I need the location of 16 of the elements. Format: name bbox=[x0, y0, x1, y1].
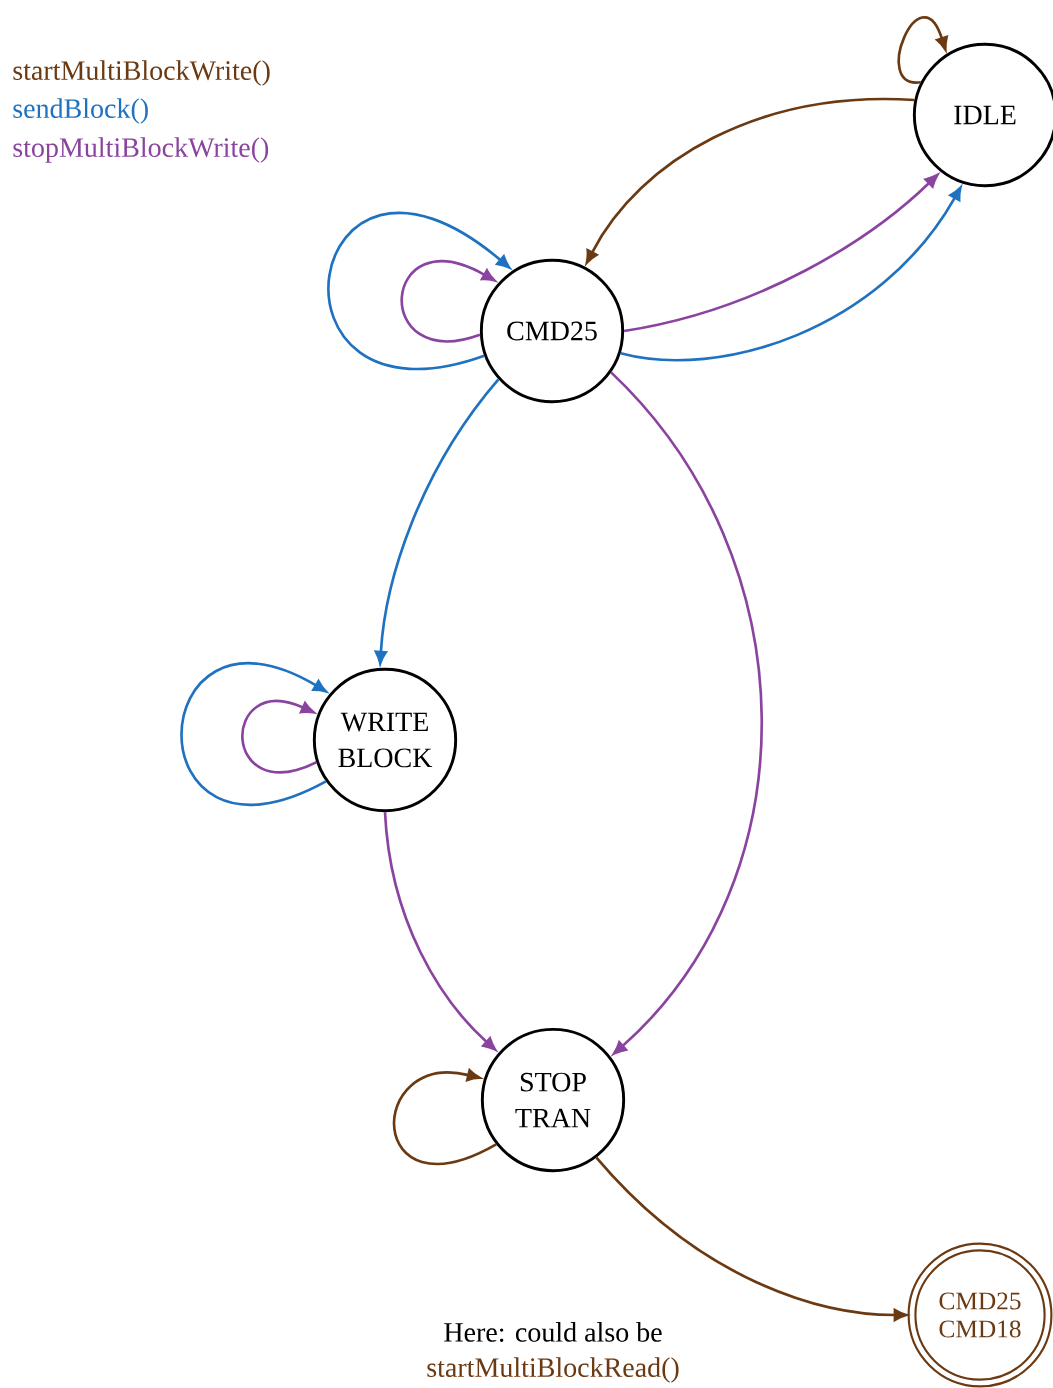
transition-arrow bbox=[620, 186, 962, 362]
transition-arrow bbox=[585, 97, 915, 264]
legend-entry: stopMultiBlockWrite() bbox=[13, 137, 269, 163]
self-loop-arrow bbox=[400, 260, 496, 343]
transition-arrow bbox=[374, 378, 500, 665]
transition-arrow bbox=[595, 1156, 908, 1322]
note-text: Here: could also be bbox=[444, 1322, 662, 1342]
self-loop-arrow bbox=[328, 212, 511, 370]
self-loop-arrow bbox=[393, 1069, 497, 1166]
transition-arrow bbox=[383, 812, 497, 1051]
legend-entry: sendBlock() bbox=[13, 98, 148, 124]
self-loop-arrow bbox=[897, 16, 948, 84]
legend-entry: startMultiBlockWrite() bbox=[13, 60, 270, 86]
note-text: startMultiBlockRead() bbox=[427, 1357, 679, 1383]
transition-arrow bbox=[610, 371, 763, 1055]
transition-arrow bbox=[623, 173, 939, 333]
